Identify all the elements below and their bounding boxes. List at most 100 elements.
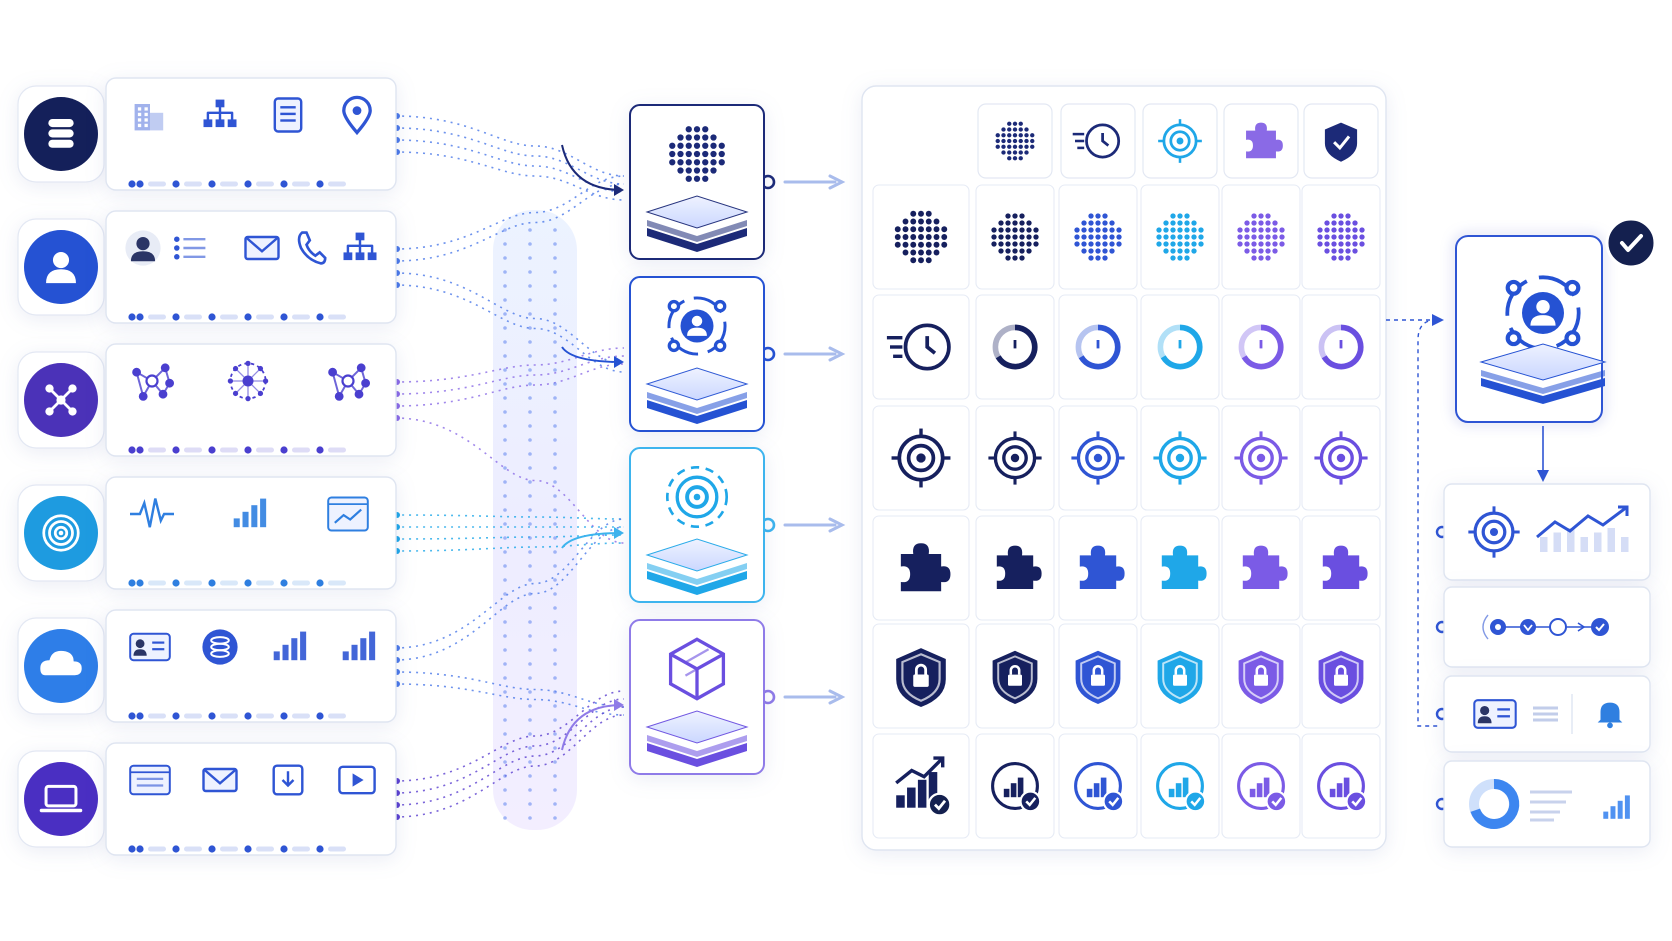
bus-dot — [528, 354, 532, 358]
dot-sphere-icon — [1237, 213, 1285, 261]
progress-dash — [292, 181, 310, 187]
feedback-loop-line — [1417, 319, 1440, 727]
bus-dot — [503, 550, 507, 554]
bus-dot — [503, 452, 507, 456]
progress-dash — [256, 580, 274, 586]
stacked-layers-icon — [645, 710, 749, 767]
progress-dot — [172, 313, 180, 321]
progress-dash — [184, 713, 202, 719]
profile-output[interactable] — [1435, 675, 1651, 753]
progress-dash — [256, 846, 274, 852]
bus-dot — [528, 536, 532, 540]
output-card[interactable] — [1443, 483, 1651, 581]
bus-dot — [528, 256, 532, 260]
progress-dot — [280, 446, 288, 454]
data-flow-line — [394, 127, 625, 185]
progress-dash — [328, 314, 346, 320]
workflow-output[interactable] — [1435, 586, 1651, 668]
source-hub-laptop[interactable] — [24, 762, 98, 836]
source-card-network[interactable] — [105, 343, 397, 457]
dot-sphere-icon — [669, 126, 725, 182]
source-card-cloud[interactable] — [105, 609, 397, 723]
bus-dot — [553, 438, 557, 442]
data-flow-line — [394, 417, 625, 544]
ring-chart-check-icon — [991, 762, 1042, 813]
bus-dot — [503, 662, 507, 666]
progress-dash — [148, 846, 166, 852]
bus-dot — [503, 620, 507, 624]
bus-dot — [503, 802, 507, 806]
bus-dot — [528, 508, 532, 512]
bus-dot — [528, 382, 532, 386]
puzzle-icon — [996, 545, 1042, 589]
result-card[interactable] — [1455, 235, 1607, 423]
progress-dot — [316, 180, 324, 188]
bus-dot — [528, 718, 532, 722]
bus-dot — [553, 410, 557, 414]
processor-card[interactable] — [629, 447, 765, 603]
bus-dot — [553, 256, 557, 260]
bus-dot — [528, 774, 532, 778]
bus-dot — [503, 494, 507, 498]
progress-dot — [136, 313, 144, 321]
bus-dot — [503, 606, 507, 610]
matrix-cell[interactable] — [872, 294, 970, 400]
bus-dot — [503, 312, 507, 316]
shield-lock-icon — [1318, 650, 1364, 704]
source-card-user[interactable] — [105, 210, 397, 324]
bus-dot — [528, 788, 532, 792]
bus-dot — [553, 606, 557, 610]
workflow-steps-icon — [1482, 614, 1609, 640]
bus-dot — [553, 802, 557, 806]
browser-window-icon — [129, 764, 171, 796]
phone-icon — [297, 231, 327, 265]
database-coin-icon — [202, 629, 238, 665]
user-processor[interactable] — [629, 276, 765, 432]
report-output[interactable] — [1435, 760, 1651, 848]
laptop-icon — [39, 784, 83, 813]
progress-dot — [280, 579, 288, 587]
data-flow-line — [394, 272, 625, 365]
bus-dot — [528, 312, 532, 316]
bus-dot — [553, 228, 557, 232]
bus-dot — [528, 494, 532, 498]
ring-chart-check-icon — [1237, 762, 1288, 813]
bus-dot — [553, 242, 557, 246]
bus-dot — [503, 228, 507, 232]
bus-dot — [503, 270, 507, 274]
bus-dot — [503, 732, 507, 736]
bus-dot — [528, 564, 532, 568]
data-flow-line — [394, 151, 625, 201]
cube-processor[interactable] — [629, 619, 765, 775]
bus-dot — [528, 620, 532, 624]
analytics-output[interactable] — [1435, 483, 1651, 581]
matrix-header-cell[interactable] — [1060, 103, 1136, 179]
source-card-laptop[interactable] — [105, 742, 397, 856]
target-icon — [891, 428, 951, 488]
bus-dot — [528, 452, 532, 456]
target-processor[interactable] — [629, 447, 765, 603]
data-flow-line — [394, 284, 625, 373]
bus-dot — [528, 802, 532, 806]
bus-dot — [528, 760, 532, 764]
shield-lock-icon — [992, 650, 1038, 704]
source-card-target[interactable] — [105, 476, 397, 590]
progress-dot — [136, 180, 144, 188]
bus-dot — [553, 298, 557, 302]
progress-dash — [328, 447, 346, 453]
processor-card[interactable] — [629, 104, 765, 260]
target-icon — [1234, 431, 1288, 485]
progress-dash — [292, 447, 310, 453]
progress-dot — [316, 579, 324, 587]
bus-dot — [553, 466, 557, 470]
pulse-icon — [129, 498, 175, 528]
source-card-database[interactable] — [105, 77, 397, 191]
ring-timer-icon — [1075, 324, 1121, 370]
sphere-processor[interactable] — [629, 104, 765, 260]
target-icon — [1314, 431, 1368, 485]
bus-dot — [503, 480, 507, 484]
result-column — [1386, 217, 1657, 848]
processor-input-line — [561, 144, 623, 191]
trend-chart-icon — [1536, 505, 1629, 552]
bus-dot — [528, 242, 532, 246]
